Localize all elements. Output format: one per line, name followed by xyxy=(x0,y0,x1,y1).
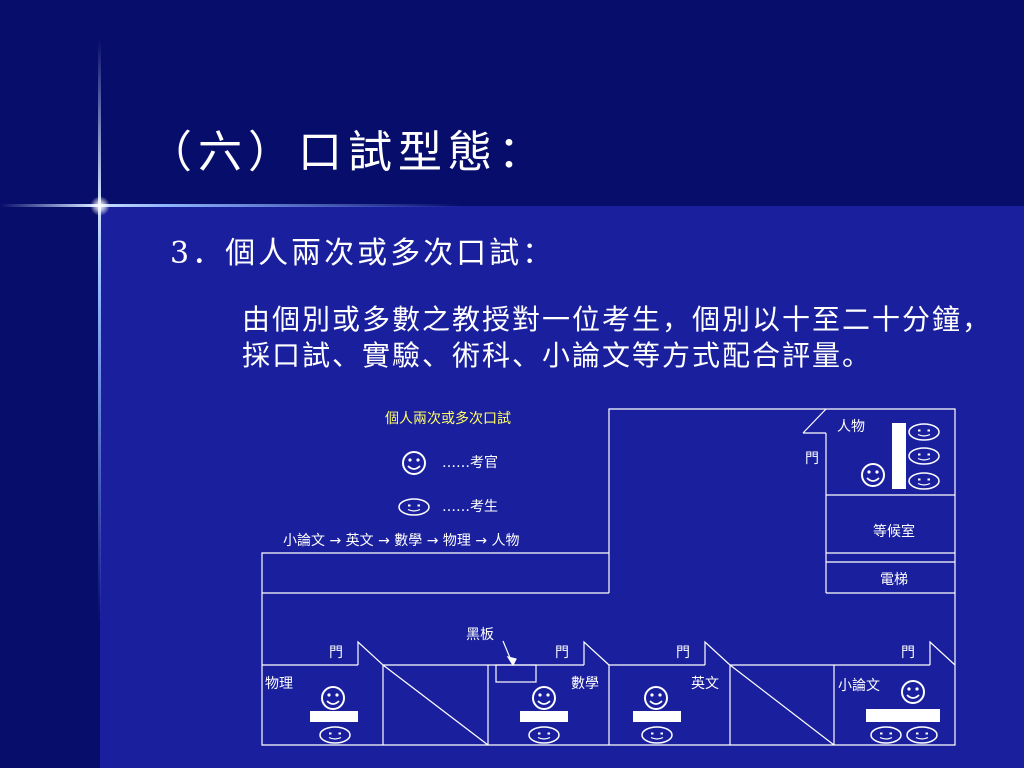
desk xyxy=(866,709,940,722)
examiner-icon xyxy=(901,680,925,704)
examiner-legend-label: ……考官 xyxy=(442,455,498,471)
door-label-math: 門 xyxy=(555,645,569,661)
room-label-english: 英文 xyxy=(691,675,719,692)
candidate-icon xyxy=(870,726,902,744)
examiner-icon xyxy=(644,686,668,710)
candidate-icon xyxy=(908,423,940,441)
room-label-physics: 物理 xyxy=(265,676,293,692)
room-label-essay: 小論文 xyxy=(838,678,880,694)
candidate-icon xyxy=(908,472,940,490)
blackboard-label: 黑板 xyxy=(466,627,494,643)
top-band xyxy=(0,0,1024,206)
room-label-person: 人物 xyxy=(837,419,865,435)
slide-title: （六）口試型態： xyxy=(148,127,548,178)
door-label-english: 門 xyxy=(676,645,690,661)
sparkle-icon xyxy=(90,196,110,216)
door-label-physics: 門 xyxy=(329,645,343,661)
door-label-person: 門 xyxy=(805,451,819,467)
diagram-heading: 個人兩次或多次口試 xyxy=(385,410,511,427)
desk xyxy=(520,711,568,722)
slide-subtitle: 3．個人兩次或多次口試： xyxy=(170,236,556,271)
horizontal-accent-line xyxy=(0,204,1024,207)
candidate-icon xyxy=(528,726,560,744)
desk xyxy=(310,711,358,722)
desk xyxy=(633,711,681,722)
left-band xyxy=(0,0,100,768)
examiner-legend-icon xyxy=(402,451,426,475)
desk xyxy=(892,423,906,489)
room-label-math: 數學 xyxy=(571,676,599,692)
candidate-icon xyxy=(906,726,938,744)
flow-sequence: 小論文 → 英文 → 數學 → 物理 → 人物 xyxy=(283,532,520,549)
examiner-icon xyxy=(861,463,885,487)
candidate-legend-icon xyxy=(398,498,430,516)
building-outline xyxy=(261,408,956,746)
door-label-essay: 門 xyxy=(901,645,915,661)
vertical-accent-line xyxy=(98,40,101,768)
examiner-icon xyxy=(532,686,556,710)
candidate-icon xyxy=(319,726,351,744)
slide-body: 由個別或多數之教授對一位考生，個別以十至二十分鐘，採口試、實驗、術科、小論文等方… xyxy=(242,303,993,372)
room-label-waiting: 等候室 xyxy=(873,523,915,540)
examiner-icon xyxy=(321,686,345,710)
room-label-elevator: 電梯 xyxy=(880,572,908,588)
candidate-icon xyxy=(641,726,673,744)
candidate-icon xyxy=(908,447,940,465)
candidate-legend-label: ……考生 xyxy=(442,499,498,515)
